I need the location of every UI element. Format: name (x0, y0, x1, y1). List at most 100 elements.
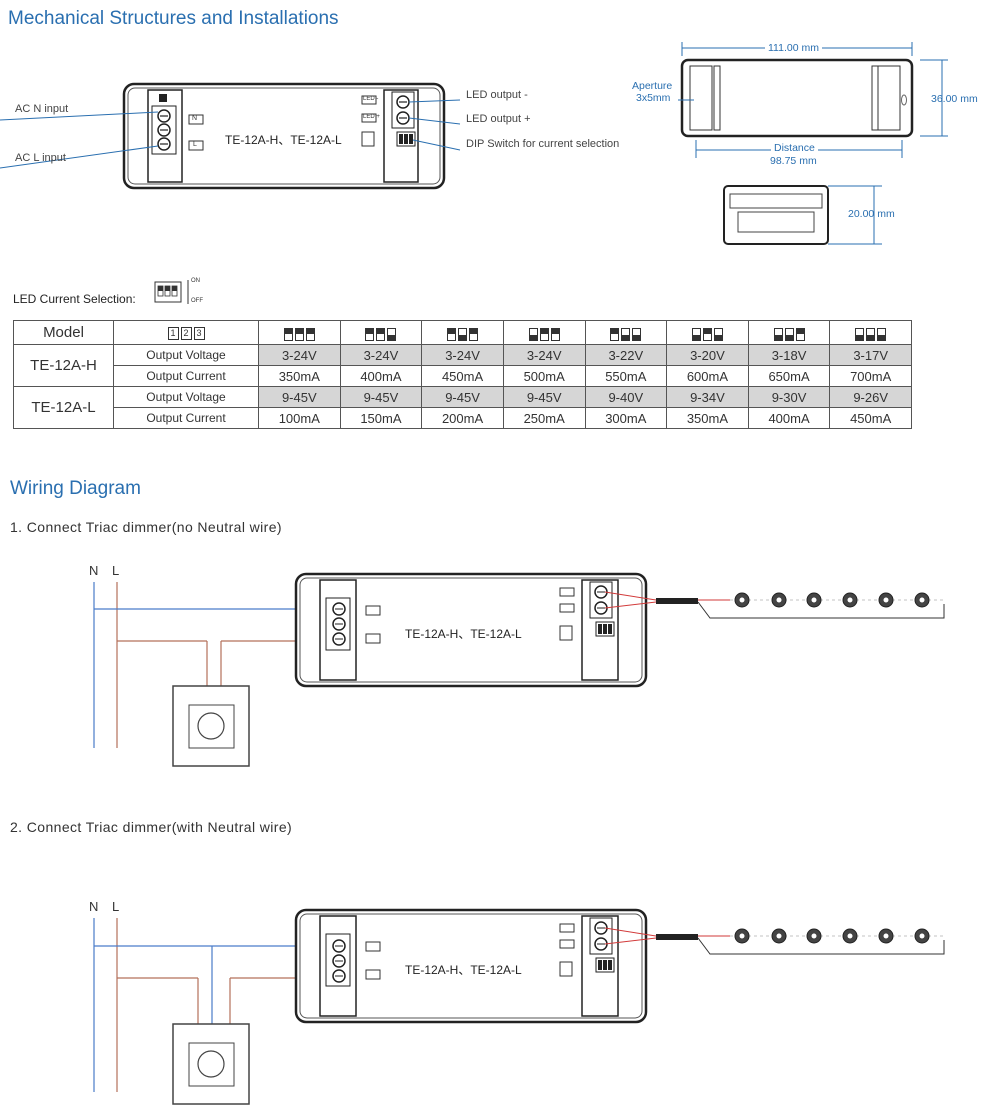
current-cell: 350mA (666, 407, 749, 429)
wiring-diagram-2 (93, 908, 945, 1105)
current-cell: 550mA (584, 365, 668, 387)
dip-switch-legend (154, 280, 189, 304)
dip-switch-on (365, 327, 375, 341)
wiring-step-1-title: 1. Connect Triac dimmer(no Neutral wire) (10, 519, 282, 535)
aperture-size: 3x5mm (636, 92, 671, 104)
table-row: Output Current 350mA 400mA 450mA 500mA 5… (14, 365, 912, 387)
legend-off-label: OFF (191, 298, 203, 304)
row-label-voltage: Output Voltage (113, 386, 259, 408)
terminal-n-label: N (192, 115, 198, 122)
dip-switch-off (528, 327, 538, 341)
voltage-cell: 3-24V (502, 344, 586, 366)
distance-label: Distance (771, 142, 818, 154)
mains-l-label: L (112, 563, 120, 578)
current-cell: 300mA (584, 407, 668, 429)
device-model-label: TE-12A-H、TE-12A-L (225, 133, 342, 147)
led-current-selection-label: LED Current Selection: (13, 292, 136, 306)
dip-switch-on (702, 327, 712, 341)
dip-column-header (502, 320, 586, 345)
dip-switch-on (539, 327, 549, 341)
dip-setting-icon (528, 325, 561, 341)
voltage-cell: 9-45V (502, 386, 586, 408)
wiring-diagram-1 (93, 572, 945, 767)
model-header: Model (13, 320, 114, 345)
dip-switch-off (866, 327, 876, 341)
dip-switch-off (855, 327, 865, 341)
dimension-width: 111.00 mm (765, 42, 822, 54)
dip-switch-on (795, 327, 805, 341)
device-top-view (0, 82, 461, 190)
dip-switch-off (691, 327, 701, 341)
voltage-cell: 3-24V (421, 344, 504, 366)
voltage-cell: 9-45V (339, 386, 423, 408)
dip-switch-on (610, 327, 620, 341)
current-cell: 650mA (747, 365, 831, 387)
current-cell: 450mA (829, 407, 912, 429)
voltage-cell: 9-34V (666, 386, 749, 408)
dip-number-2: 2 (180, 327, 192, 341)
voltage-cell: 3-24V (258, 344, 341, 366)
distance-value: 98.75 mm (770, 155, 817, 167)
current-cell: 350mA (258, 365, 341, 387)
wiring-step-2-title: 2. Connect Triac dimmer(with Neutral wir… (10, 819, 293, 835)
dip-setting-icon (283, 325, 316, 341)
dip-setting-icon (773, 325, 806, 341)
device-model-label: TE-12A-H、TE-12A-L (405, 963, 522, 977)
dip-column-header (584, 320, 668, 345)
voltage-cell: 9-40V (584, 386, 668, 408)
callout-ac-l-input: AC L input (15, 152, 66, 164)
current-cell: 100mA (258, 407, 341, 429)
dip-switch-on (447, 327, 457, 341)
row-label-current: Output Current (113, 407, 259, 429)
callout-dip-switch: DIP Switch for current selection (466, 138, 620, 150)
current-cell: 150mA (339, 407, 423, 429)
current-cell: 700mA (829, 365, 912, 387)
dip-column-header (258, 320, 341, 345)
row-label-voltage: Output Voltage (113, 344, 259, 366)
mains-l-label: L (112, 899, 120, 914)
row-label-current: Output Current (113, 365, 259, 387)
dip-switch-off (458, 327, 468, 341)
voltage-cell: 9-45V (421, 386, 504, 408)
dip-switch-on (283, 327, 293, 341)
current-cell: 200mA (421, 407, 504, 429)
dip-number-3: 3 (193, 327, 205, 341)
dip-switch-on (305, 327, 315, 341)
dip-column-header (666, 320, 749, 345)
dip-setting-icon (609, 325, 642, 341)
voltage-cell: 3-17V (829, 344, 912, 366)
aperture-label: Aperture (632, 80, 673, 92)
dip-column-header (747, 320, 831, 345)
dip-column-header (829, 320, 912, 345)
voltage-cell: 3-24V (339, 344, 423, 366)
dip-switch-off (784, 327, 794, 341)
dip-column-header (339, 320, 423, 345)
voltage-cell: 9-26V (829, 386, 912, 408)
callout-led-output-plus: LED output + (466, 113, 531, 125)
dip-switch-off (632, 327, 642, 341)
section-title-wiring: Wiring Diagram (10, 478, 141, 499)
dip-switch-off (877, 327, 887, 341)
current-cell: 250mA (502, 407, 586, 429)
legend-on-label: ON (191, 278, 200, 284)
voltage-cell: 9-30V (747, 386, 831, 408)
led-plus-tag: LED + (363, 114, 380, 120)
current-cell: 400mA (747, 407, 831, 429)
callout-ac-n-input: AC N input (15, 103, 69, 115)
dip-switch-off (713, 327, 723, 341)
mains-n-label: N (89, 899, 99, 914)
voltage-cell: 3-22V (584, 344, 668, 366)
dimension-height: 36.00 mm (931, 93, 978, 105)
dip-switch-off (773, 327, 783, 341)
dip-switch-on (550, 327, 560, 341)
current-cell: 500mA (502, 365, 586, 387)
voltage-cell: 3-18V (747, 344, 831, 366)
table-row: TE-12A-L Output Voltage 9-45V 9-45V 9-45… (13, 386, 912, 429)
current-cell: 400mA (339, 365, 423, 387)
mains-n-label: N (89, 563, 99, 578)
current-cell: 600mA (666, 365, 749, 387)
led-minus-tag: LED - (363, 96, 379, 102)
